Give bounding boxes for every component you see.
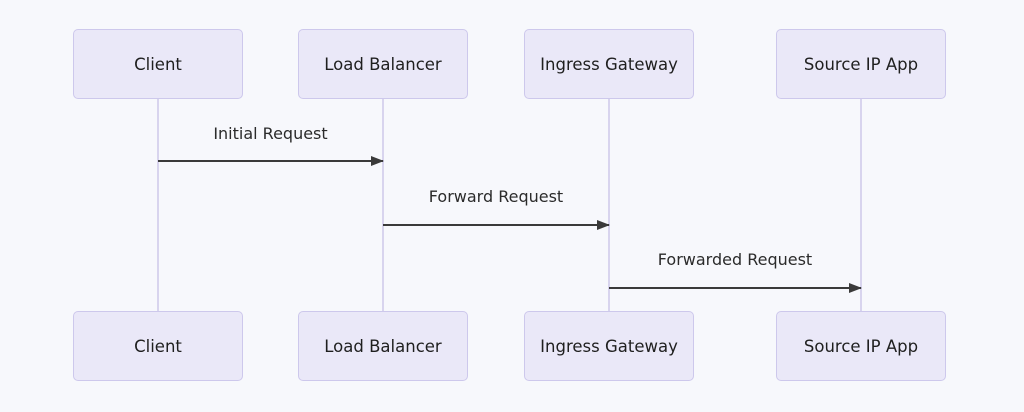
actor-top-ingress-gateway: Ingress Gateway — [524, 29, 694, 99]
message-label-forwarded-request: Forwarded Request — [657, 250, 813, 269]
actor-label: Source IP App — [803, 336, 919, 356]
actor-top-source-ip-app: Source IP App — [776, 29, 946, 99]
message-label-forward-request: Forward Request — [428, 187, 564, 206]
message-arrow-forwarded-request — [609, 283, 862, 293]
message-label-initial-request: Initial Request — [213, 124, 328, 143]
lifeline-client — [157, 99, 159, 311]
actor-label: Client — [134, 54, 182, 74]
actor-bottom-client: Client — [73, 311, 243, 381]
actor-label: Ingress Gateway — [540, 54, 678, 74]
actor-top-client: Client — [73, 29, 243, 99]
message-arrow-initial-request — [158, 156, 384, 166]
lifeline-ingress-gateway — [608, 99, 610, 311]
lifeline-source-ip-app — [860, 99, 862, 311]
actor-label: Load Balancer — [324, 336, 442, 356]
arrowhead-icon — [371, 156, 384, 166]
actor-bottom-source-ip-app: Source IP App — [776, 311, 946, 381]
actor-label: Ingress Gateway — [540, 336, 678, 356]
actor-label: Source IP App — [803, 54, 919, 74]
message-arrow-forward-request — [383, 220, 610, 230]
lifeline-load-balancer — [382, 99, 384, 311]
actor-label: Load Balancer — [324, 54, 442, 74]
actor-bottom-ingress-gateway: Ingress Gateway — [524, 311, 694, 381]
actor-bottom-load-balancer: Load Balancer — [298, 311, 468, 381]
arrowhead-icon — [597, 220, 610, 230]
arrowhead-icon — [849, 283, 862, 293]
actor-label: Client — [134, 336, 182, 356]
actor-top-load-balancer: Load Balancer — [298, 29, 468, 99]
